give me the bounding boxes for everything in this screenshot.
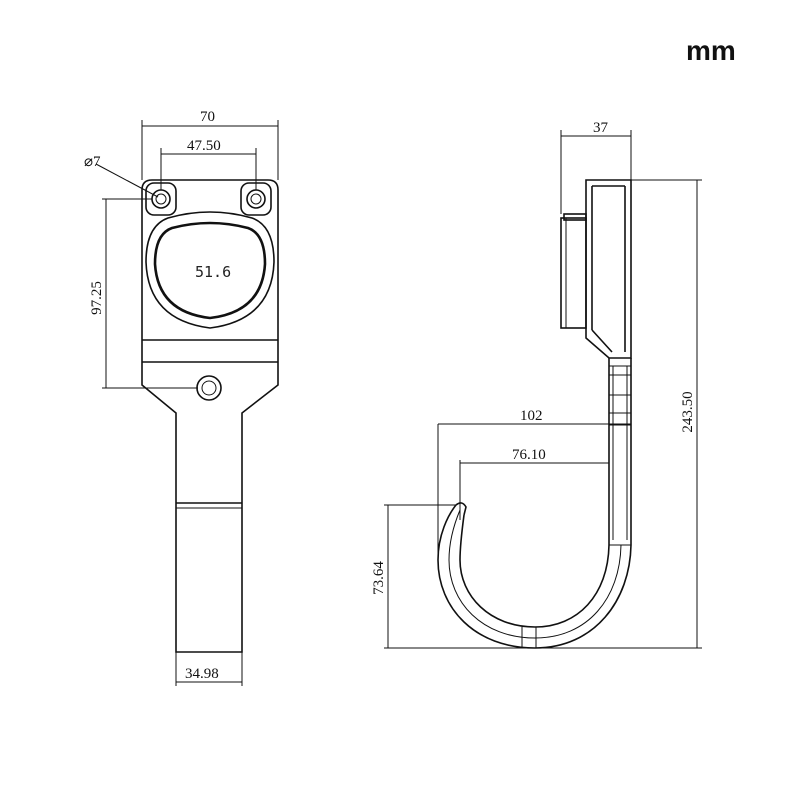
mount-hole-bottom	[196, 375, 222, 401]
mount-hole-left-inner	[155, 193, 167, 205]
dim-depth-label: 37	[593, 120, 609, 136]
side-front-boss-cap	[563, 213, 587, 221]
side-front-boss	[560, 217, 587, 329]
dim-hole-spacing-label: 47.50	[187, 138, 221, 154]
dim-inner-reach-label: 76.10	[512, 447, 546, 463]
side-hook-tip	[455, 502, 467, 516]
side-view: 37 243.50 102 76.10 73.64	[371, 120, 702, 649]
mount-hole-right	[246, 189, 266, 209]
dim-hole-diameter-label: ⌀7	[84, 154, 101, 170]
side-hook-outer	[437, 504, 632, 649]
opening-diameter-label: 51.6	[195, 263, 231, 281]
dim-width-label: 70	[200, 109, 215, 125]
mount-hole-right-inner	[250, 193, 262, 205]
dim-hook-height-label: 73.64	[371, 561, 387, 595]
dim-outer-reach-label: 102	[520, 408, 543, 424]
dim-height-label: 97.25	[89, 281, 105, 315]
unit-label: mm	[686, 35, 736, 66]
mount-hole-bottom-inner	[201, 380, 217, 396]
central-opening-outer	[145, 211, 275, 329]
front-view: 70 47.50 ⌀7 97.25 51.6 34.98	[84, 109, 279, 686]
mount-hole-left	[151, 189, 171, 209]
central-opening-inner	[153, 221, 267, 320]
side-hook-inner	[459, 514, 610, 628]
dim-stem-width-label: 34.98	[185, 666, 219, 682]
front-body-outline	[141, 179, 279, 653]
side-block-line	[591, 329, 613, 353]
dim-total-height-label: 243.50	[680, 391, 696, 432]
side-hook-inner-line	[448, 509, 622, 639]
dim-leader-hole-diameter	[95, 163, 159, 198]
